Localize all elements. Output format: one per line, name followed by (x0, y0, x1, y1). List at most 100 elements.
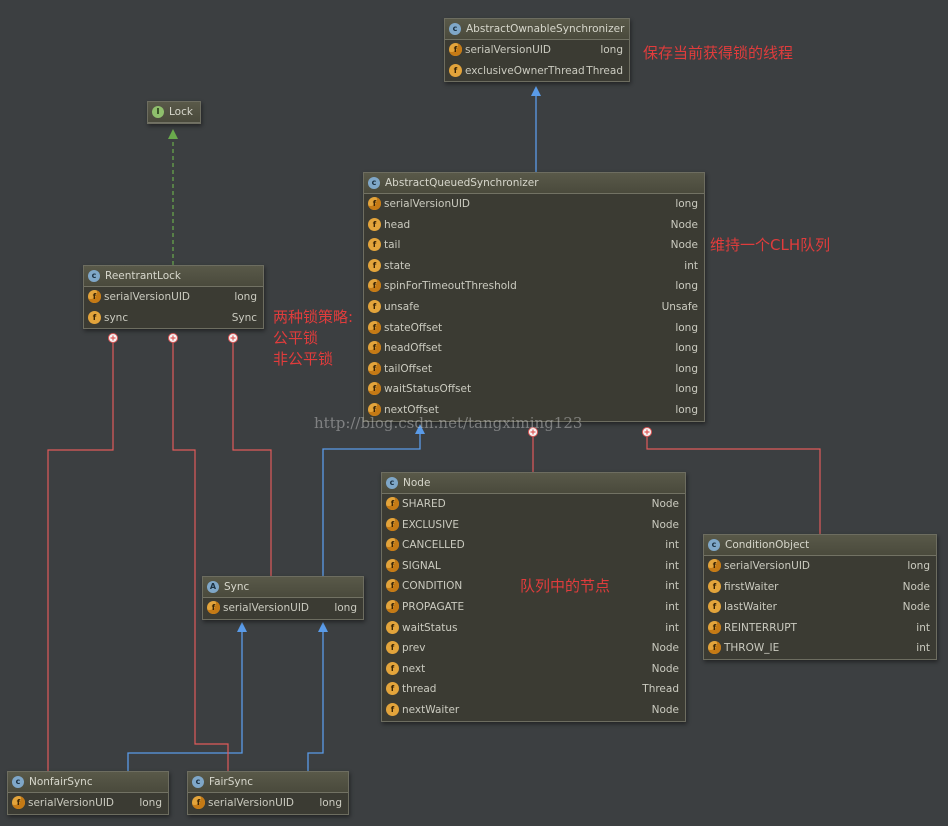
field-name: head (384, 218, 411, 231)
field-name: serialVersionUID (28, 797, 114, 809)
field-type: int (684, 259, 698, 272)
field-type: Node (902, 580, 930, 593)
field-icon: f (386, 682, 399, 696)
class-name: Node (403, 477, 431, 489)
static-field-icon: f (708, 641, 721, 655)
field-name: CANCELLED (402, 539, 465, 552)
field-icon: f (368, 299, 381, 313)
class-header[interactable]: c Node (382, 473, 685, 494)
static-field-icon: f (192, 796, 205, 809)
class-name: AbstractOwnableSynchronizer (466, 23, 625, 35)
field-type: long (234, 291, 257, 303)
field-name: SIGNAL (402, 559, 441, 572)
field-type: Node (651, 703, 679, 716)
field-type: int (665, 559, 679, 572)
clh-queue-note: 维持一个CLH队列 (710, 236, 831, 254)
field-type: long (675, 198, 698, 210)
field-name: lastWaiter (724, 601, 777, 614)
field-type: Thread (642, 683, 679, 696)
static-field-icon: f (386, 538, 399, 552)
class-name: AbstractQueuedSynchronizer (385, 177, 539, 189)
field-icon: f (368, 217, 381, 231)
lock-strategy-fair: 公平锁 (273, 329, 319, 347)
field-type: int (665, 600, 679, 613)
field-type: int (665, 580, 679, 593)
field-name: serialVersionUID (104, 291, 190, 303)
field-type: long (675, 383, 698, 396)
field-type: long (675, 280, 698, 293)
static-field-icon: f (12, 796, 25, 809)
field-name: waitStatusOffset (384, 383, 472, 396)
field-type: Node (670, 218, 698, 231)
field-name: SHARED (402, 498, 446, 510)
lock-strategy-title: 两种锁策略: (273, 308, 354, 326)
class-name: NonfairSync (29, 776, 93, 788)
field-type: long (675, 362, 698, 375)
static-field-icon: f (368, 382, 381, 396)
lock-strategy-note: 两种锁策略: 公平锁 非公平锁 (273, 307, 353, 370)
field-type: long (600, 44, 623, 56)
field-name: CONDITION (402, 580, 463, 593)
field-name: serialVersionUID (208, 797, 294, 809)
aqs-extends-aos-arrow (531, 86, 541, 172)
static-field-icon: f (368, 361, 381, 375)
class-icon: c (386, 477, 398, 489)
field-type: Node (651, 642, 679, 655)
class-header[interactable]: c AbstractOwnableSynchronizer (445, 19, 629, 40)
class-icon: c (449, 23, 461, 35)
field-icon: f (386, 661, 399, 675)
field-icon: f (708, 600, 721, 614)
static-field-icon: f (708, 559, 721, 572)
